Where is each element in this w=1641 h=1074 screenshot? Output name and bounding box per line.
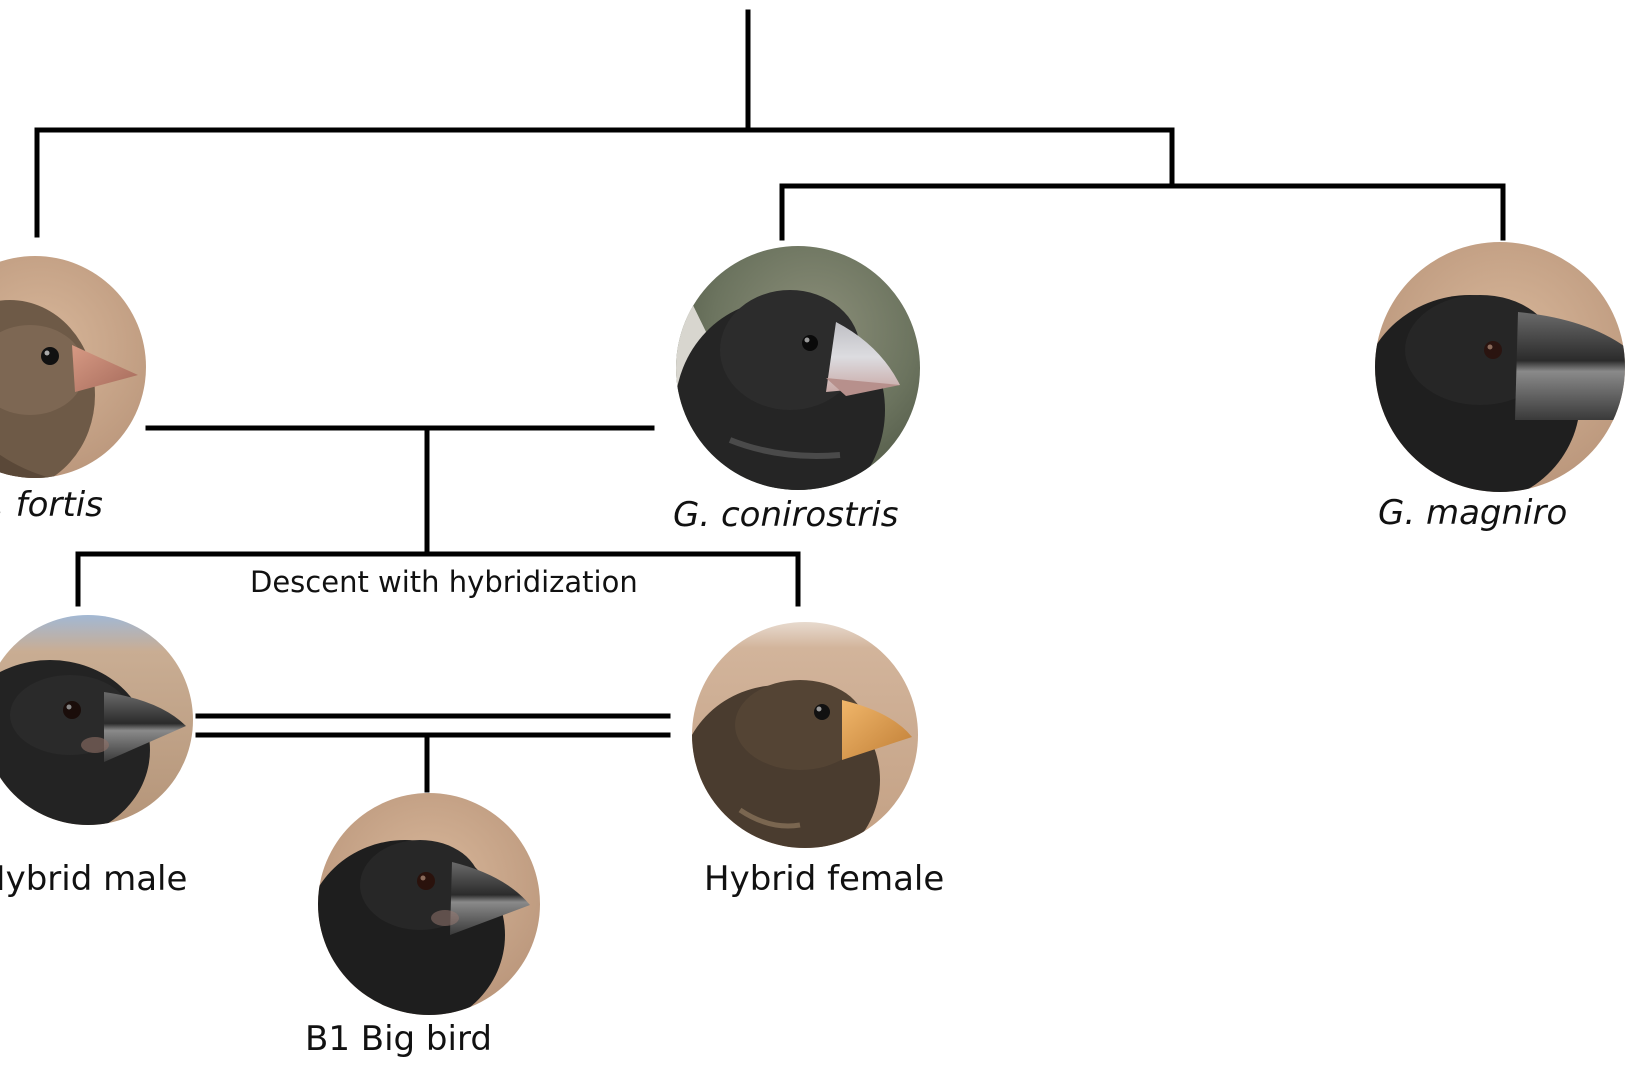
hybrid-female-label: Hybrid female xyxy=(704,859,944,899)
fortis-photo xyxy=(0,256,146,478)
magnirostris-photo xyxy=(1375,242,1625,492)
conirostris-photo xyxy=(676,246,920,490)
hybrid-male-photo xyxy=(0,615,193,825)
hybrid-male-label: Hybrid male xyxy=(0,859,187,899)
offspring-photo xyxy=(318,793,540,1015)
hybrid-female-photo xyxy=(692,622,918,848)
tree-lines xyxy=(34,9,1506,793)
conirostris-label: G. conirostris xyxy=(673,495,898,535)
magnirostris-label: G. magniro xyxy=(1378,493,1567,533)
fortis-label: . fortis xyxy=(0,485,103,525)
offspring-label: B1 Big bird xyxy=(305,1019,492,1059)
hybridization-caption: Descent with hybridization xyxy=(250,565,638,599)
